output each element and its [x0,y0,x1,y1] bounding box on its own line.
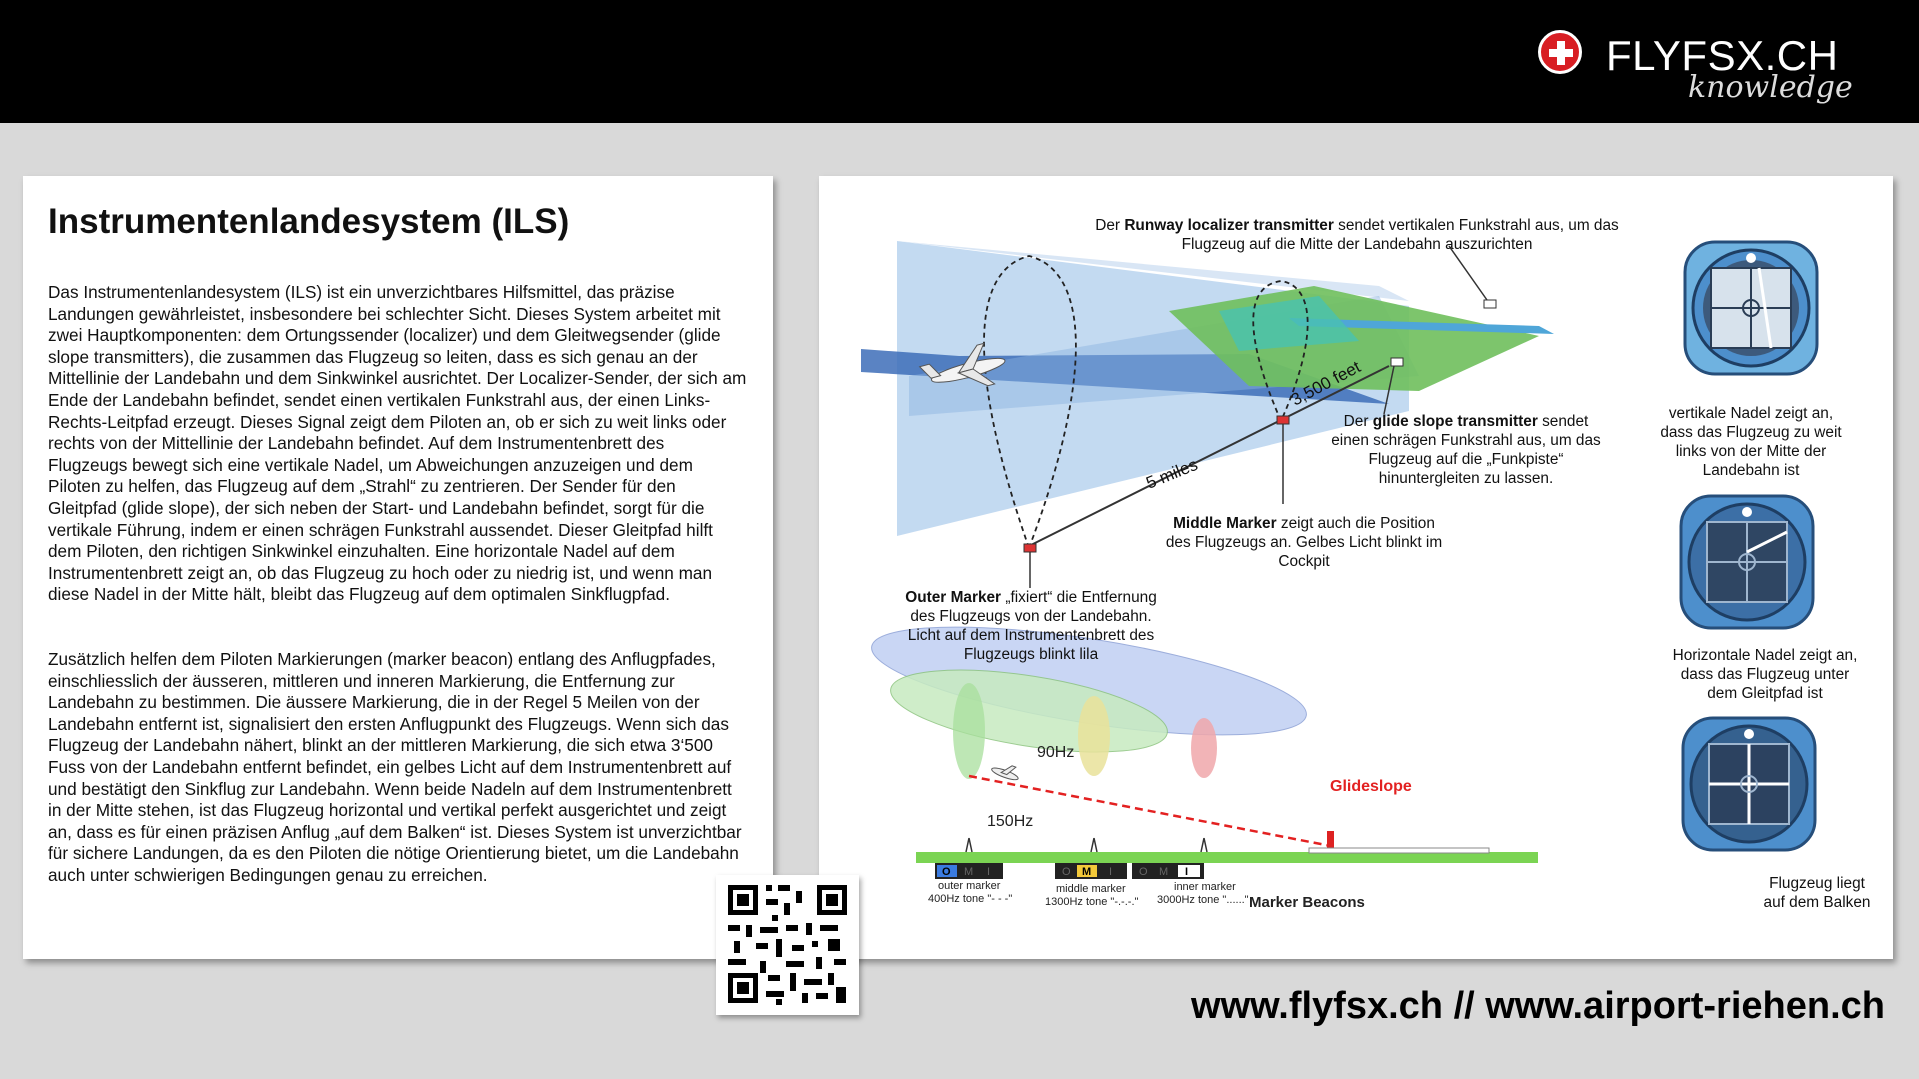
outer-marker-indicator: O M I [935,863,1003,879]
article-paragraph-1: Das Instrumentenlandesystem (ILS) ist ei… [48,282,747,605]
localizer-transmitter [1483,299,1497,309]
flyfsx-logo[interactable]: FLYFSX.CH knowledge [1538,24,1853,114]
gauge-caption-2: Horizontale Nadel zeigt an, dass das Flu… [1672,647,1858,702]
outer-marker-lobe [983,255,1077,551]
airplane-icon [918,342,1006,387]
outer-marker-label: outer marker [938,880,1001,892]
localizer-pointer [1448,245,1488,301]
logo-subtitle: knowledge [1688,70,1853,105]
logo-name: FLYFSX.CH [1606,32,1839,79]
box-o: O [942,866,951,878]
svg-text:O: O [1062,866,1071,878]
middle-antenna [1090,837,1098,853]
localizer-beam-top [897,241,1409,301]
middle-lobe [1078,696,1110,776]
middle-marker-caption: Middle Marker zeigt auch die Position de… [1165,515,1443,570]
svg-text:M: M [1082,866,1091,878]
footer-urls[interactable]: www.flyfsx.ch // www.airport-riehen.ch [1191,985,1885,1027]
ils-diagram: 3,500 feet 5 miles 90Hz 150Hz Glideslope… [861,241,1554,911]
freq-150hz: 150Hz [987,813,1033,830]
article-paragraph-2: Zusätzlich helfen dem Piloten Markierung… [48,649,742,885]
svg-text:I: I [1185,866,1188,878]
qr-code[interactable] [716,875,859,1015]
gauge-caption-3: Flugzeug liegt auf dem Balken [1763,875,1871,911]
runway-strip [1289,318,1554,334]
glideslope-line [968,774,1332,848]
svg-text:M: M [964,866,973,878]
gauge-on-beam [1681,716,1817,852]
localizer-caption: Der Runway localizer transmitter sendet … [1095,217,1619,253]
gauge-below-glidepath [1679,494,1815,630]
middle-marker-transmitter [1276,415,1290,425]
diagram-card: 3,500 feet 5 miles 90Hz 150Hz Glideslope… [819,176,1893,959]
approach-line [1028,365,1390,547]
outer-marker-tone: 400Hz tone "- - -" [928,893,1012,905]
swiss-cross-icon [1538,30,1582,74]
svg-text:I: I [1109,866,1112,878]
runway-block [1308,847,1490,854]
outer-marker-caption: Outer Marker „fixiert“ die Entfernung de… [905,589,1157,663]
svg-text:I: I [987,866,990,878]
glideslope-label: Glideslope [1330,778,1412,795]
freq-90hz: 90Hz [1037,744,1074,761]
svg-text:O: O [1139,866,1148,878]
outer-lobe [953,683,985,779]
glide-slope-caption: Der glide slope transmitter sendet einen… [1331,413,1601,487]
field-highlight [1219,296,1359,351]
inner-marker-tone: 3000Hz tone "......" [1157,894,1249,906]
marker-beacons-title: Marker Beacons [1249,894,1365,911]
ground-strip [916,852,1538,863]
middle-marker-lobe [1252,280,1309,424]
glide-slope-transmitter [1390,357,1404,367]
inner-lobe [1191,718,1217,778]
middle-marker-indicator: O M I [1055,863,1127,879]
middle-marker-tone: 1300Hz tone "-.-.-." [1045,896,1138,908]
gauge-left-deviation [1683,240,1819,376]
inner-marker-indicator: O M I [1132,863,1204,879]
inner-marker-label: inner marker [1174,881,1236,893]
svg-text:M: M [1159,866,1168,878]
inner-antenna [1200,837,1208,853]
article-card [23,176,773,959]
outer-antenna [965,837,973,853]
qr-code-icon [728,885,847,1005]
header-bar: FLYFSX.CH knowledge [0,0,1919,123]
article-title: Instrumentenlandesystem (ILS) [48,202,570,241]
outer-marker-transmitter [1023,543,1037,553]
glideslope-transmitter [1327,831,1334,851]
gauge-caption-1: vertikale Nadel zeigt an, dass das Flugz… [1660,405,1842,479]
glide-pointer [1383,365,1395,415]
middle-marker-label: middle marker [1056,883,1126,895]
landing-aircraft-icon [991,765,1019,781]
